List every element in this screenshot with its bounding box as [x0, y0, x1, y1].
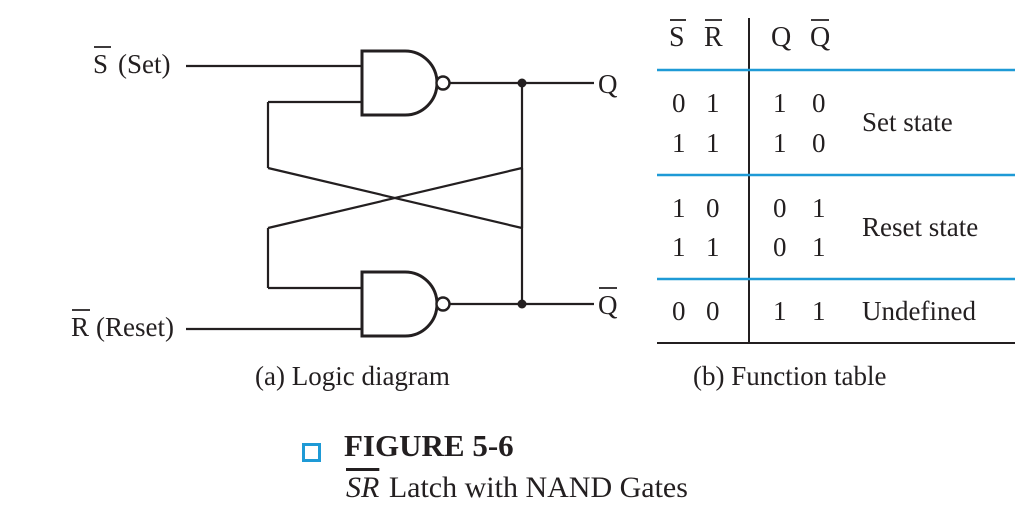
table-group-undefined: 0 0 1 1 Undefined [672, 296, 976, 326]
figure-marker-icon [302, 443, 321, 462]
input-r-name: (Reset) [96, 312, 174, 342]
table-row: 0 0 1 1 [672, 296, 826, 326]
table-group-label-reset: Reset state [862, 212, 978, 242]
input-s-name: (Set) [118, 49, 170, 79]
table-header-s: S [669, 22, 685, 53]
nand-gate-bottom-bubble [435, 296, 451, 312]
input-r-letter: R [71, 312, 89, 342]
table-header-r: R [704, 22, 723, 53]
table-row: 1 0 0 1 [672, 193, 826, 223]
table-row: 1 1 0 1 [672, 232, 826, 262]
nand-gate-bottom [360, 270, 439, 338]
nand-gate-top [360, 49, 439, 117]
junction-dot-q [517, 78, 527, 88]
output-q-label: Q [598, 69, 618, 99]
table-group-label-undefined: Undefined [862, 296, 976, 326]
table-header-q: Q [771, 22, 791, 53]
figure-title: SR Latch with NAND Gates [346, 471, 688, 505]
logic-diagram-caption: (a) Logic diagram [255, 361, 450, 391]
function-table: S R Q Q 0 1 1 0 1 1 1 0 Set [657, 18, 1015, 391]
figure-number: FIGURE 5-6 [344, 428, 514, 463]
logic-diagram: S (Set) R (Reset) Q Q [71, 46, 618, 391]
figure-title-symbol: SR [346, 471, 380, 504]
table-group-reset: 1 0 0 1 1 1 0 1 Reset state [672, 193, 978, 262]
table-header-qbar: Q [810, 22, 830, 53]
table-row: 0 1 1 0 [672, 88, 826, 118]
input-s-letter: S [93, 49, 108, 79]
nand-gate-top-bubble [435, 75, 451, 91]
function-table-caption: (b) Function table [693, 361, 886, 391]
table-group-label-set: Set state [862, 107, 953, 137]
wire-qbar-feedback-cross [267, 166, 523, 230]
figure-title-text: Latch with NAND Gates [388, 471, 688, 504]
junction-dot-qbar [517, 299, 527, 309]
table-row: 1 1 1 0 [672, 128, 826, 158]
table-group-set: 0 1 1 0 1 1 1 0 Set state [672, 88, 953, 158]
output-qbar-label: Q [598, 290, 618, 320]
